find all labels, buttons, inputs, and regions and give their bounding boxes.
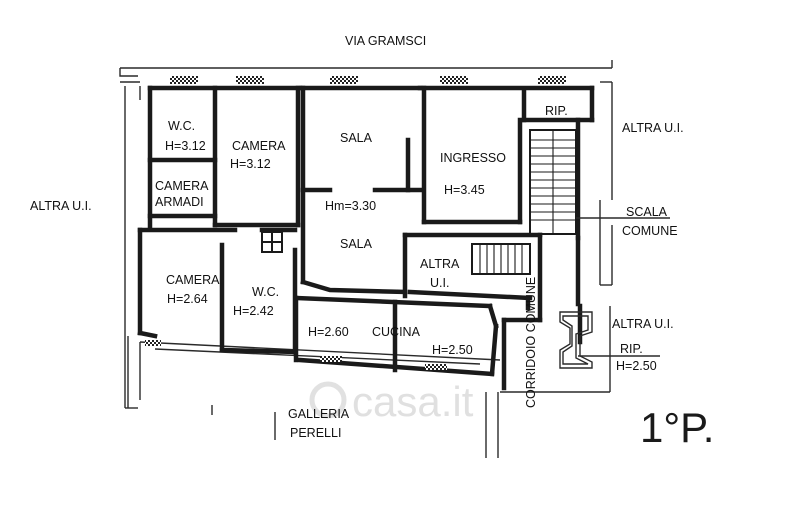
windows-top	[170, 76, 566, 84]
staircase-main	[529, 129, 577, 235]
room-cucina-height-left: H=2.60	[308, 325, 349, 339]
street-label-bottom-line1: GALLERIA	[288, 407, 350, 421]
fixtures	[261, 231, 593, 369]
neighbor-right-top: ALTRA U.I.	[622, 121, 684, 135]
room-ingresso-name: INGRESSO	[440, 151, 506, 165]
common-corridoio: CORRIDOIO COMUNE	[524, 277, 538, 408]
room-camera-bottom-height: H=2.64	[167, 292, 208, 306]
street-label-top: VIA GRAMSCI	[345, 34, 426, 48]
rip-right-outline	[559, 311, 593, 369]
room-wc-bottom-height: H=2.42	[233, 304, 274, 318]
neighbor-inner-line1: ALTRA	[420, 257, 460, 271]
common-scala-line1: SCALA	[626, 205, 668, 219]
room-sala-bottom-name: SALA	[340, 237, 373, 251]
room-camera-armadi-line1: CAMERA	[155, 179, 209, 193]
leader-lines	[576, 217, 670, 357]
room-camera-armadi-line2: ARMADI	[155, 195, 204, 209]
room-camera-bottom-name: CAMERA	[166, 273, 220, 287]
room-sala-top-name: SALA	[340, 131, 373, 145]
common-scala-line2: COMUNE	[622, 224, 678, 238]
room-camera-top-height: H=3.12	[230, 157, 271, 171]
windows-bottom	[145, 340, 447, 370]
neighbor-inner-line2: U.I.	[430, 276, 449, 290]
room-camera-top-name: CAMERA	[232, 139, 286, 153]
room-wc-top-name: W.C.	[168, 119, 195, 133]
labels: VIA GRAMSCI GALLERIA PERELLI ALTRA U.I. …	[30, 34, 714, 451]
walls	[137, 85, 595, 391]
room-sala-height: Hm=3.30	[325, 199, 376, 213]
room-rip-right-name: RIP.	[620, 342, 643, 356]
staircase-secondary	[471, 243, 531, 275]
room-cucina-height-right: H=2.50	[432, 343, 473, 357]
street-label-bottom-line2: PERELLI	[290, 426, 341, 440]
floor-label: 1°P.	[640, 404, 714, 451]
room-wc-top-height: H=3.12	[165, 139, 206, 153]
neighbor-left: ALTRA U.I.	[30, 199, 92, 213]
room-rip-right-height: H=2.50	[616, 359, 657, 373]
watermark-text: casa.it	[352, 378, 474, 425]
room-wc-bottom-name: W.C.	[252, 285, 279, 299]
room-ingresso-height: H=3.45	[444, 183, 485, 197]
building-outline	[119, 60, 613, 458]
room-cucina-name: CUCINA	[372, 325, 421, 339]
watermark-logo-icon	[309, 381, 347, 419]
watermark: casa.it	[309, 378, 474, 425]
room-rip-top-name: RIP.	[545, 104, 568, 118]
neighbor-right-mid: ALTRA U.I.	[612, 317, 674, 331]
